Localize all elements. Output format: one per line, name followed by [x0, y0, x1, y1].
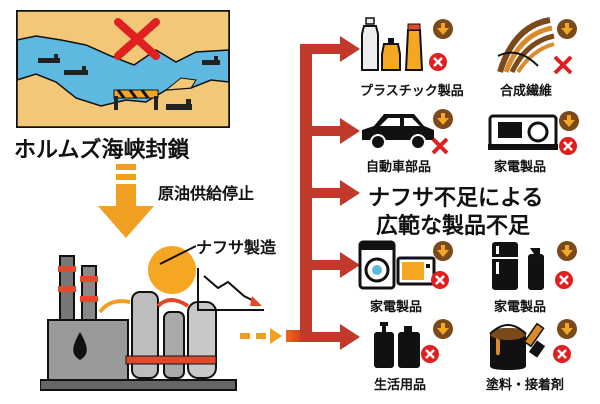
barrier-icon: [113, 89, 159, 110]
unavailable-x-icon: [552, 54, 574, 80]
product-label: 生活用品: [374, 378, 427, 393]
decrease-badge-icon: [558, 110, 580, 132]
unavailable-x-icon: [558, 136, 578, 156]
strait-label: ホルムズ海峡封鎖: [14, 138, 190, 163]
supply-stop-label: 原油供給停止: [158, 184, 255, 203]
decrease-badge-icon: [432, 240, 454, 262]
paint-can-brush-icon: [486, 320, 556, 376]
decrease-badge-icon: [432, 18, 454, 40]
refinery-icon: [39, 236, 240, 400]
tanker-ship-icon: [38, 54, 220, 110]
product-label: プラスチック製品: [360, 84, 464, 99]
pointer-line: [158, 242, 198, 270]
down-arrow-icon: [98, 164, 154, 244]
declining-chart-icon: [196, 266, 266, 316]
unavailable-x-icon: [430, 270, 450, 290]
product-label: 家電製品: [494, 160, 547, 175]
product-label: 自動車部品: [366, 160, 432, 175]
product-label: 家電製品: [370, 300, 423, 315]
decrease-badge-icon: [432, 108, 454, 130]
washer-microwave-icon: [358, 240, 438, 294]
unavailable-x-icon: [430, 136, 450, 160]
product-label: 家電製品: [494, 300, 547, 315]
product-label: 塗料・接着剤: [486, 378, 565, 393]
branch-arrows: [236, 0, 366, 404]
unavailable-x-icon: [552, 344, 572, 364]
product-label: 合成繊維: [500, 84, 553, 99]
naphtha-production-label: ナフサ製造: [196, 238, 277, 257]
decrease-badge-icon: [432, 318, 454, 340]
decrease-badge-icon: [556, 240, 578, 262]
shortage-line2: 広範な製品不足: [376, 214, 531, 239]
unavailable-x-icon: [428, 52, 448, 72]
synthetic-fiber-icon: [494, 16, 558, 80]
decrease-badge-icon: [556, 18, 578, 40]
unavailable-x-icon: [554, 270, 574, 290]
air-conditioner-icon: [488, 110, 558, 158]
shortage-line1: ナフサ不足による: [368, 186, 544, 211]
car-icon: [358, 108, 438, 156]
fridge-spray-icon: [490, 240, 550, 296]
plastic-bottles-icon: [360, 14, 430, 78]
strait-map: [16, 10, 230, 128]
unavailable-x-icon: [420, 344, 440, 364]
decrease-badge-icon: [556, 318, 578, 340]
block-x-icon: [114, 18, 160, 60]
shampoo-bottles-icon: [372, 320, 428, 374]
